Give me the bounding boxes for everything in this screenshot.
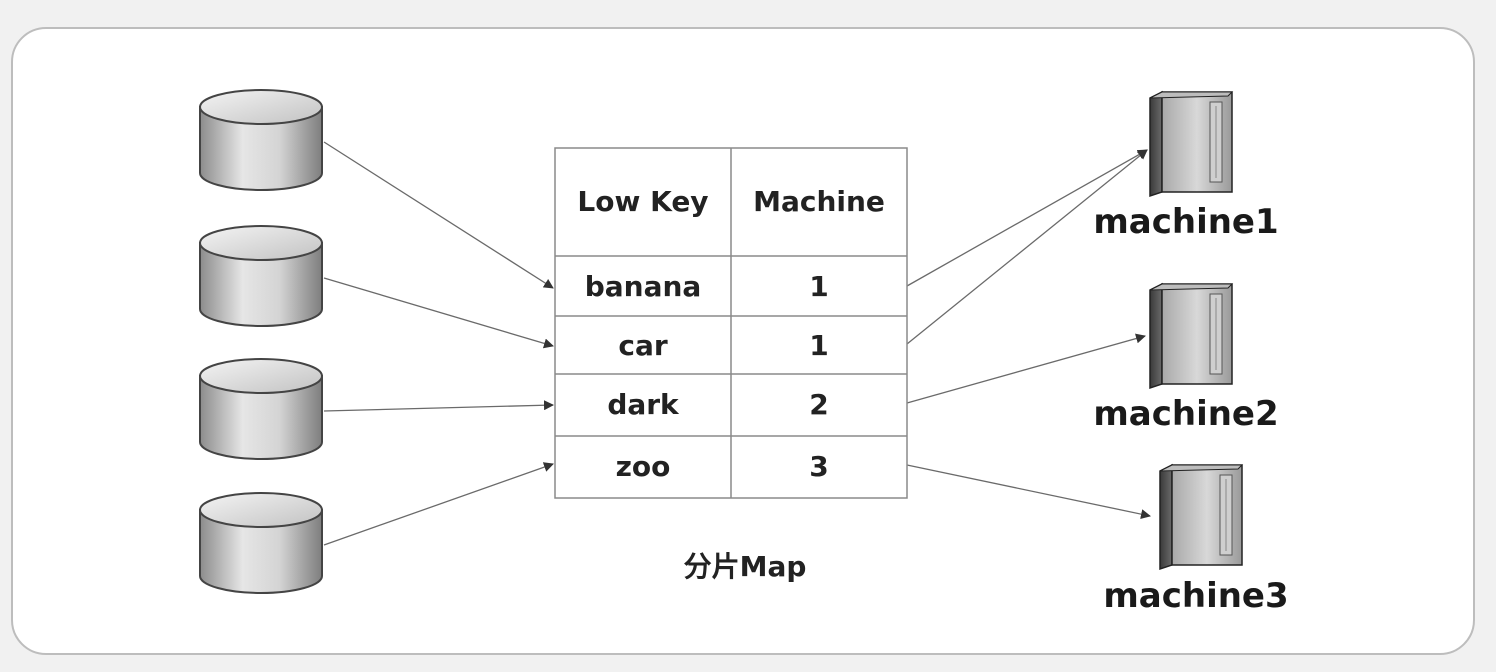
- connection-arrow: [906, 464, 1151, 520]
- database-icon: [199, 89, 323, 191]
- table-cell-machine: 1: [809, 329, 828, 362]
- connection-arrow: [906, 333, 1146, 404]
- server-icon: [1149, 90, 1234, 198]
- database-icon: [199, 225, 323, 327]
- shard-map-table: Low Key Machine banana 1 car 1 dark 2 zo…: [554, 147, 908, 499]
- table-cell-machine: 3: [809, 450, 828, 483]
- machine-label: machine2: [1093, 394, 1278, 434]
- table-cell-machine: 2: [809, 388, 828, 421]
- database-icon: [199, 492, 323, 594]
- connection-arrows: [323, 141, 1151, 546]
- database-group: [199, 89, 323, 594]
- table-cell-low-key: car: [618, 329, 667, 362]
- table-cell-low-key: zoo: [616, 450, 671, 483]
- connection-arrow: [323, 400, 554, 412]
- connection-arrow: [323, 141, 554, 289]
- connection-arrow: [323, 462, 554, 546]
- server-icon: [1149, 282, 1234, 390]
- connection-arrow: [906, 149, 1148, 345]
- connection-arrow: [906, 149, 1148, 287]
- database-icon: [199, 358, 323, 460]
- shard-map-caption: 分片Map: [684, 550, 807, 583]
- machine-group: [1149, 90, 1244, 571]
- table-cell-machine: 1: [809, 270, 828, 303]
- machine-label: machine3: [1103, 576, 1288, 616]
- connection-arrow: [323, 277, 554, 349]
- table-cell-low-key: dark: [607, 388, 680, 421]
- table-cell-low-key: banana: [585, 270, 702, 303]
- server-icon: [1159, 463, 1244, 571]
- machine-label: machine1: [1093, 202, 1278, 242]
- table-header-machine: Machine: [753, 185, 885, 218]
- table-header-low-key: Low Key: [577, 185, 708, 218]
